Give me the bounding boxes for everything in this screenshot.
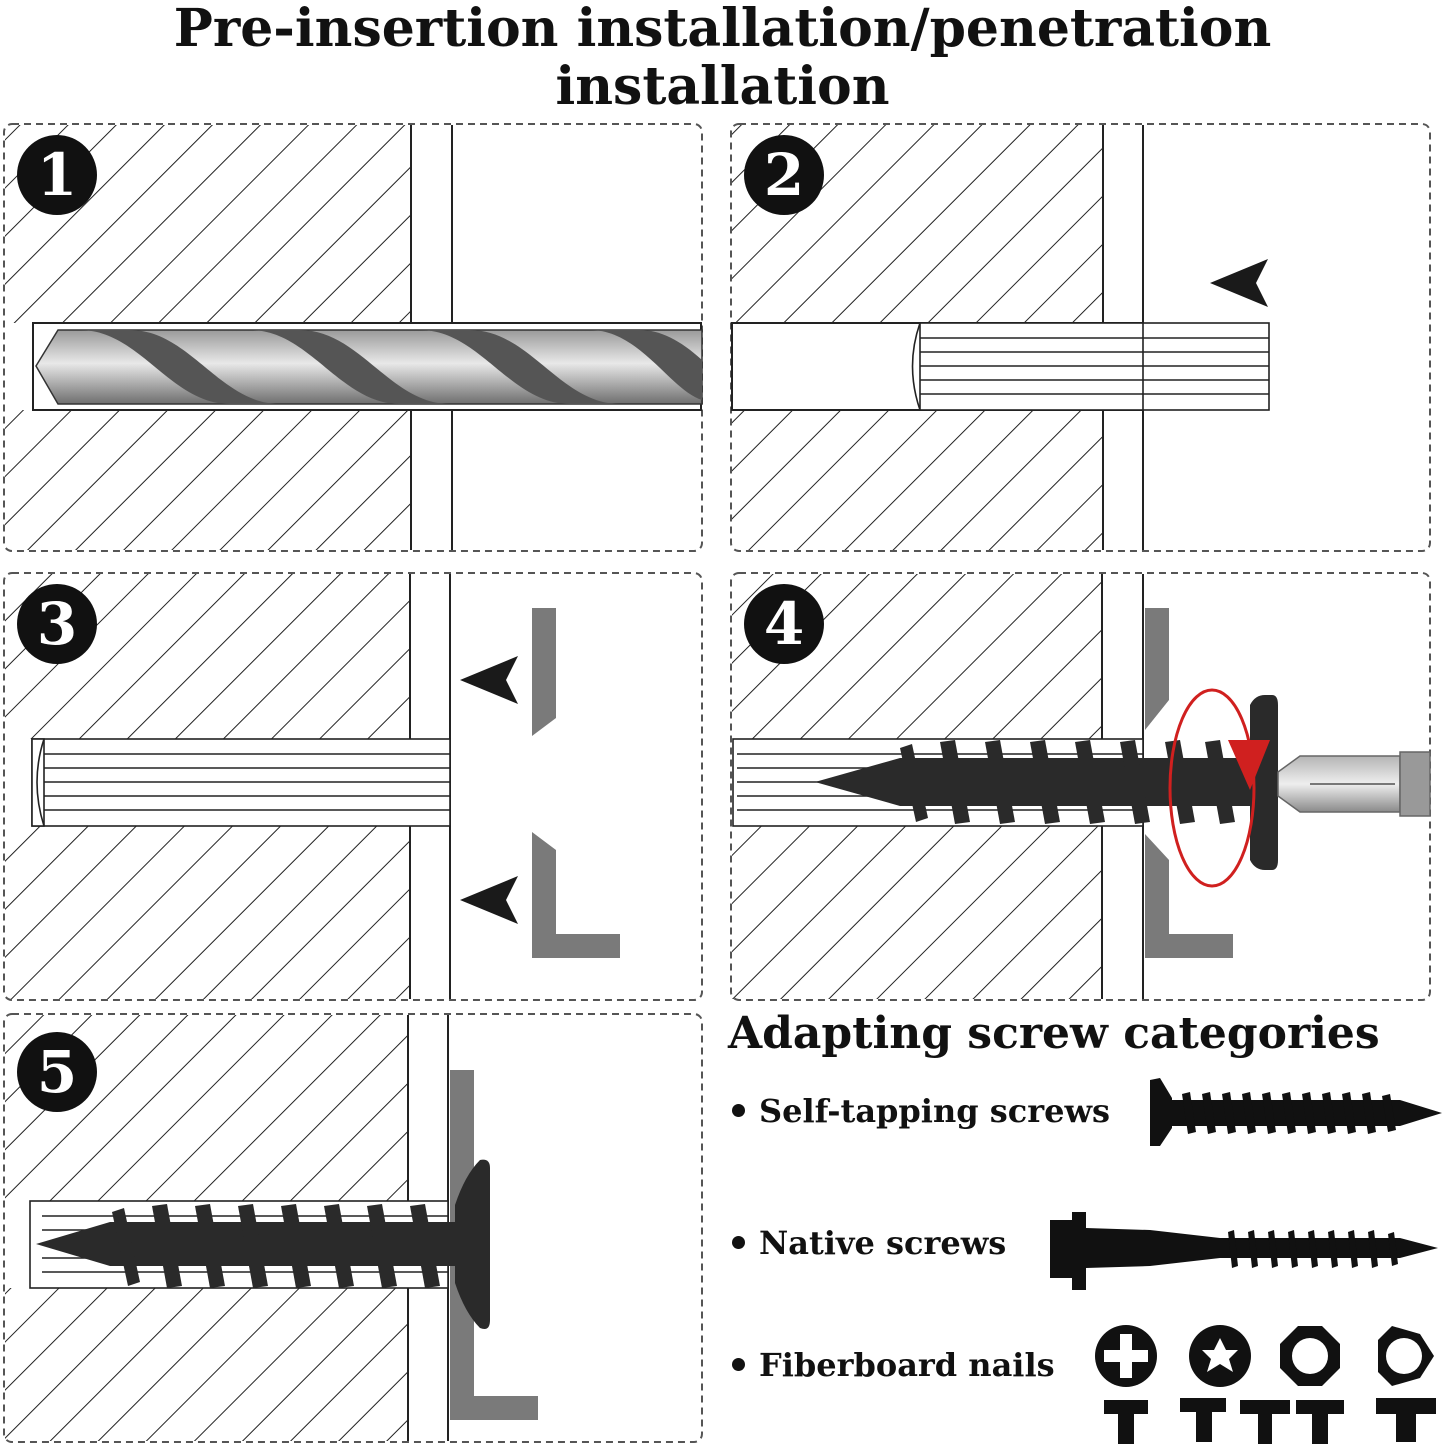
step-5-panel: 5	[3, 1013, 703, 1443]
phillips-head-icon	[1095, 1325, 1157, 1444]
insert-arrow-icon	[1210, 259, 1268, 307]
category-label: Fiberboard nails	[759, 1346, 1055, 1384]
screw-head-types-icon	[1095, 1325, 1436, 1444]
screw-icon	[815, 695, 1278, 870]
insert-arrow-icon	[460, 656, 518, 704]
wall-plug-icon	[911, 322, 1270, 411]
insert-arrow-icon	[460, 876, 518, 924]
rotation-arrow-icon	[1168, 688, 1270, 888]
category-self-tapping: Self-tapping screws	[732, 1092, 1110, 1130]
drill-bit-icon	[35, 329, 703, 405]
step-3-panel: 3	[3, 572, 703, 1001]
title-line-1: Pre-insertion installation/penetration	[173, 0, 1272, 59]
step-2-badge: 2	[744, 135, 824, 215]
l-bracket-icon	[532, 608, 620, 958]
svg-text:1: 1	[37, 141, 77, 209]
svg-text:2: 2	[764, 141, 804, 209]
svg-text:3: 3	[37, 590, 77, 658]
native-screw-icon	[1050, 1212, 1438, 1290]
category-label: Self-tapping screws	[759, 1092, 1111, 1130]
driver-bit-icon	[1277, 751, 1431, 817]
step-3-badge: 3	[17, 584, 97, 664]
category-fiberboard: Fiberboard nails	[732, 1346, 1055, 1384]
category-native: Native screws	[732, 1224, 1006, 1262]
page-title: Pre-insertion installation/penetration i…	[0, 0, 1445, 116]
step-4-badge: 4	[744, 584, 824, 664]
l-bracket-icon	[1145, 608, 1233, 958]
svg-text:5: 5	[37, 1038, 77, 1106]
hex-head-icon	[1376, 1326, 1436, 1442]
step-4-panel: 4	[730, 572, 1431, 1001]
svg-text:4: 4	[764, 590, 804, 658]
wall-plug-icon	[31, 738, 451, 827]
title-line-2: installation	[555, 56, 890, 117]
step-5-badge: 5	[17, 1032, 97, 1112]
step-2-panel: 2	[730, 123, 1431, 552]
octagon-head-icon	[1240, 1326, 1344, 1444]
screw-icon	[36, 1159, 490, 1329]
categories-heading: Adapting screw categories	[728, 1008, 1380, 1059]
category-label: Native screws	[759, 1224, 1007, 1262]
step-1-panel: 1	[3, 123, 703, 552]
step-1-badge: 1	[17, 135, 97, 215]
bullet-icon	[732, 1236, 745, 1249]
self-tapping-screw-icon	[1150, 1078, 1442, 1146]
bullet-icon	[732, 1358, 745, 1371]
torx-head-icon	[1180, 1325, 1251, 1442]
bullet-icon	[732, 1104, 745, 1117]
